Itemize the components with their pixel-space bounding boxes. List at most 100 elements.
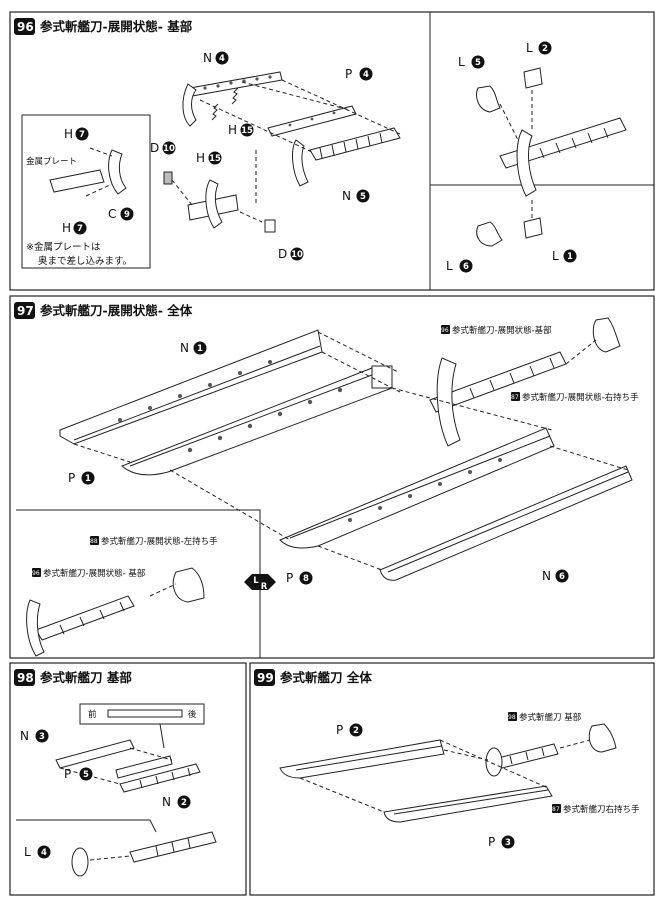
svg-text:2: 2 <box>542 44 548 54</box>
svg-text:4: 4 <box>41 848 47 858</box>
callout-l1: L 1 <box>552 249 577 263</box>
part-n1-blade <box>59 329 323 445</box>
ref-99-right-hand: 87 参式斬艦刀右持ち手 <box>552 804 640 815</box>
step-98-frame <box>9 662 247 896</box>
svg-text:参式斬艦刀 基部: 参式斬艦刀 基部 <box>519 712 582 723</box>
step-98-sub-frame <box>16 819 157 833</box>
metal-plate-note-2: 奥まで差し込みます。 <box>38 255 132 267</box>
step-96-panel: 96 参式斬艦刀-展開状態- 基部 <box>9 11 655 291</box>
step-99-base-assembly <box>485 723 617 777</box>
svg-text:N: N <box>203 51 212 65</box>
svg-text:3: 3 <box>39 732 45 742</box>
step-98-badge <box>14 669 35 686</box>
svg-text:H: H <box>228 123 237 137</box>
svg-text:1: 1 <box>567 252 573 262</box>
part-p3-edge <box>383 785 553 823</box>
part-n5 <box>292 127 401 187</box>
ref-97-right-hand: 87 参式斬艦刀-展開状態-右持ち手 <box>511 392 639 403</box>
svg-text:N: N <box>180 341 189 355</box>
callout-l2: L 2 <box>526 41 552 55</box>
svg-text:D: D <box>278 247 287 261</box>
step-99-guides <box>299 739 591 813</box>
part-n6-edge <box>379 465 633 581</box>
svg-text:D: D <box>150 141 159 155</box>
svg-text:N: N <box>20 729 29 743</box>
step-98-title: 参式斬艦刀 基部 <box>40 670 132 685</box>
step-97-title: 参式斬艦刀-展開状態- 全体 <box>40 303 193 318</box>
svg-text:参式斬艦刀-展開状態-右持ち手: 参式斬艦刀-展開状態-右持ち手 <box>522 392 639 403</box>
step-97-guides <box>73 331 629 597</box>
svg-text:88: 88 <box>90 538 98 545</box>
svg-text:5: 5 <box>475 58 481 68</box>
step-98-number: 98 <box>17 671 34 685</box>
callout-p8: P 8 <box>286 571 313 585</box>
svg-text:15: 15 <box>209 154 221 164</box>
svg-text:後: 後 <box>188 709 197 720</box>
front-back-indicator: 前 後 <box>79 703 205 725</box>
callout-l6: L 6 <box>446 259 473 273</box>
svg-text:6: 6 <box>463 262 469 272</box>
step-99-number: 99 <box>257 671 274 685</box>
svg-text:R: R <box>261 582 268 592</box>
part-h15-springs <box>211 87 239 121</box>
svg-text:5: 5 <box>360 192 366 202</box>
part-d10-b <box>264 219 276 233</box>
svg-text:10: 10 <box>163 144 175 154</box>
part-base-center <box>163 171 276 233</box>
step-99-title: 参式斬艦刀 全体 <box>280 670 372 685</box>
step-99-panel: 99 参式斬艦刀 全体 98 参式斬艦刀 基部 87 参式斬艦刀右持ち手 <box>249 662 655 896</box>
callout-h15-b: H 15 <box>196 151 222 165</box>
svg-text:H: H <box>196 151 205 165</box>
metal-plate-note-1: ※金属プレートは <box>26 241 101 253</box>
ref-97-left-hand: 88 参式斬艦刀-展開状態-左持ち手 <box>90 536 218 547</box>
step-97-frame <box>9 295 655 659</box>
svg-text:L: L <box>458 55 465 69</box>
svg-text:参式斬艦刀右持ち手: 参式斬艦刀右持ち手 <box>563 804 640 815</box>
callout-p3: P 3 <box>488 835 515 849</box>
svg-text:N: N <box>342 189 351 203</box>
step-99-frame <box>249 662 655 896</box>
svg-text:N: N <box>542 569 551 583</box>
part-p8-blade <box>279 427 555 549</box>
step-97-badge <box>14 302 35 319</box>
part-n4 <box>182 71 283 127</box>
lr-mark: L R <box>244 574 276 592</box>
svg-text:L: L <box>24 845 31 859</box>
svg-text:7: 7 <box>77 224 83 234</box>
svg-text:P: P <box>488 835 495 849</box>
svg-text:参式斬艦刀-展開状態-左持ち手: 参式斬艦刀-展開状態-左持ち手 <box>101 536 218 547</box>
svg-text:P: P <box>68 471 75 485</box>
step-97-base-assembly <box>429 317 621 447</box>
svg-text:L: L <box>446 259 453 273</box>
svg-text:8: 8 <box>303 574 309 584</box>
metal-plate-inset: 金属プレート <box>21 114 151 269</box>
svg-text:87: 87 <box>552 806 560 813</box>
svg-text:参式斬艦刀-展開状態- 基部: 参式斬艦刀-展開状態- 基部 <box>43 568 146 579</box>
part-d10-a <box>163 171 173 185</box>
svg-text:3: 3 <box>505 838 511 848</box>
step-96-right-assembly <box>476 67 627 247</box>
svg-text:L: L <box>552 249 559 263</box>
ref-99-base: 98 参式斬艦刀 基部 <box>508 712 582 723</box>
svg-text:参式斬艦刀-展開状態-基部: 参式斬艦刀-展開状態-基部 <box>452 325 552 336</box>
step-97-number: 97 <box>17 304 34 318</box>
svg-text:1: 1 <box>197 344 203 354</box>
svg-text:96: 96 <box>32 570 40 577</box>
part-p4 <box>267 105 357 137</box>
callout-n6: N 6 <box>542 569 569 583</box>
callout-p4: P 4 <box>345 67 373 81</box>
step-97-left-hand-assembly <box>16 509 261 658</box>
indicator-leader <box>159 723 165 749</box>
callout-n3: N 3 <box>20 729 49 743</box>
svg-text:L: L <box>526 41 533 55</box>
callout-p2: P 2 <box>336 723 363 737</box>
callout-d10-a: D 10 <box>150 141 176 155</box>
step-98-panel: 98 参式斬艦刀 基部 前 後 N <box>9 662 247 896</box>
svg-text:87: 87 <box>511 394 519 401</box>
svg-text:1: 1 <box>85 474 91 484</box>
svg-text:9: 9 <box>124 210 130 220</box>
step-96-guides <box>85 79 401 223</box>
svg-text:H: H <box>64 127 73 141</box>
svg-text:4: 4 <box>219 54 225 64</box>
